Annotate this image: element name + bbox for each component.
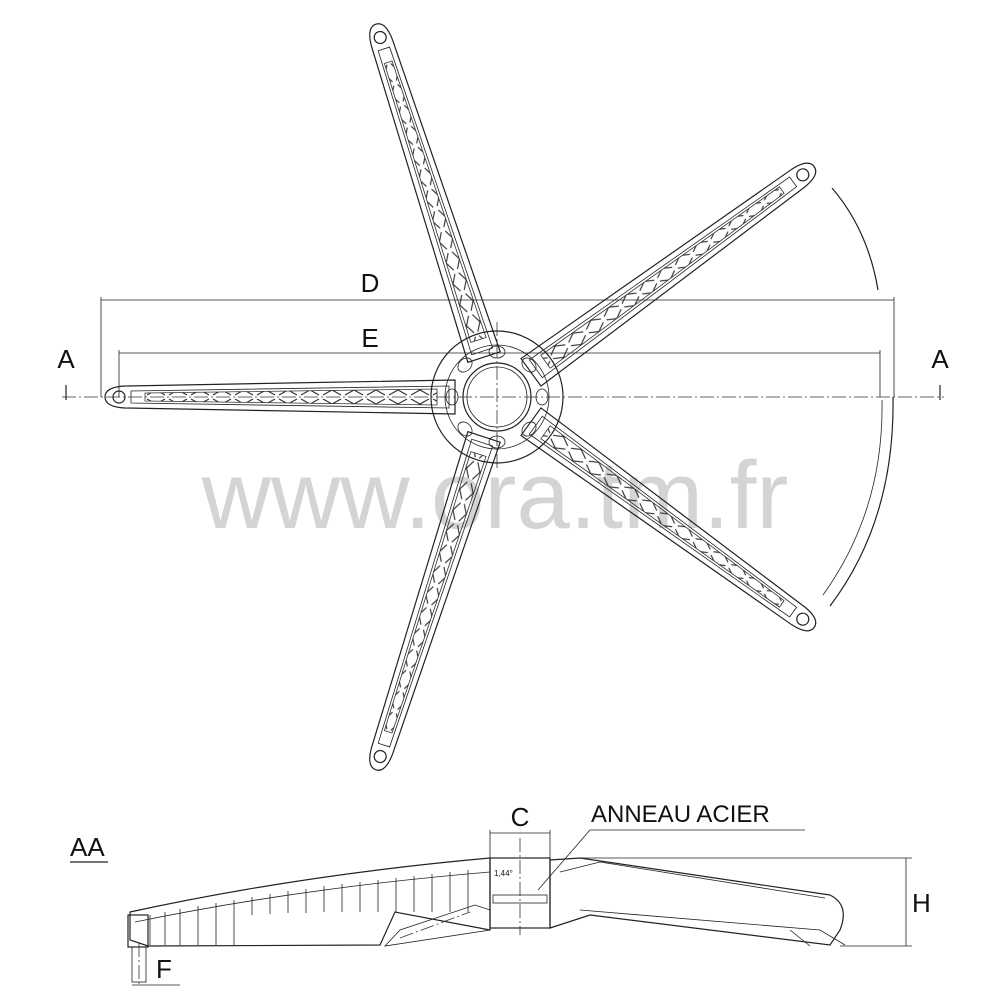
arc-lower	[829, 396, 894, 607]
section-title: AA	[70, 832, 105, 862]
dimension-h: H	[580, 857, 931, 947]
arm-top	[359, 18, 501, 363]
ring-callout-label: ANNEAU ACIER	[591, 801, 770, 828]
dimension-f-label: F	[156, 954, 172, 984]
dimension-e: E	[118, 323, 881, 397]
dimension-c-label: C	[511, 802, 530, 832]
section-ribs	[149, 870, 469, 945]
dimension-f: F	[132, 954, 180, 986]
ring-callout: ANNEAU ACIER	[537, 801, 805, 891]
dimension-d: D	[100, 268, 895, 397]
section-marker-right: A	[931, 344, 949, 374]
section-view: 1,44°	[127, 838, 846, 985]
angle-note: 1,44°	[494, 869, 513, 878]
arc-upper	[831, 187, 879, 291]
dimension-c: C	[489, 802, 551, 858]
dimension-e-label: E	[361, 323, 378, 353]
dimension-d-label: D	[361, 268, 380, 298]
dimension-h-label: H	[912, 888, 931, 918]
arm-upper-right	[520, 152, 825, 387]
section-marker-left: A	[57, 344, 75, 374]
